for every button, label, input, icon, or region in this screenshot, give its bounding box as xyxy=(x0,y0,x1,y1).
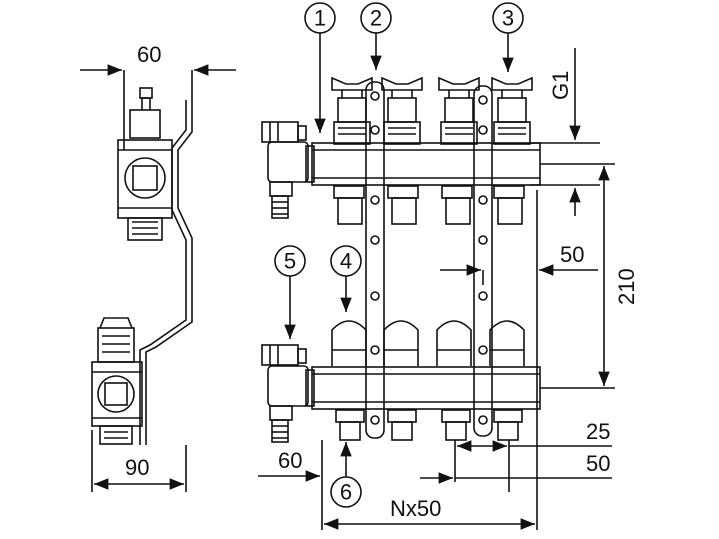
dim-outlet-spacing-bottom: 50 xyxy=(586,451,610,476)
dim-thread: G1 xyxy=(548,71,573,100)
dim-height: 210 xyxy=(614,268,639,305)
callout-1: 1 xyxy=(314,6,326,31)
callout-3: 3 xyxy=(502,6,514,31)
side-view xyxy=(80,64,236,492)
dim-valve-pitch: 25 xyxy=(586,419,610,444)
callout-2: 2 xyxy=(370,6,382,31)
dim-outlets: Nx50 xyxy=(390,496,441,521)
dim-side-bottom-width: 90 xyxy=(125,455,149,480)
dim-side-top-width: 60 xyxy=(137,42,161,67)
flow-meter-1 xyxy=(331,76,373,145)
front-view xyxy=(258,2,615,530)
callout-4: 4 xyxy=(340,249,352,274)
callout-5: 5 xyxy=(284,249,296,274)
dim-front-offset: 60 xyxy=(278,448,302,473)
flow-meter-2 xyxy=(381,76,423,145)
flow-meter-3 xyxy=(438,76,480,145)
callout-6: 6 xyxy=(340,480,352,505)
flow-meter-4 xyxy=(491,76,533,145)
dim-outlet-spacing-top: 50 xyxy=(560,242,584,267)
